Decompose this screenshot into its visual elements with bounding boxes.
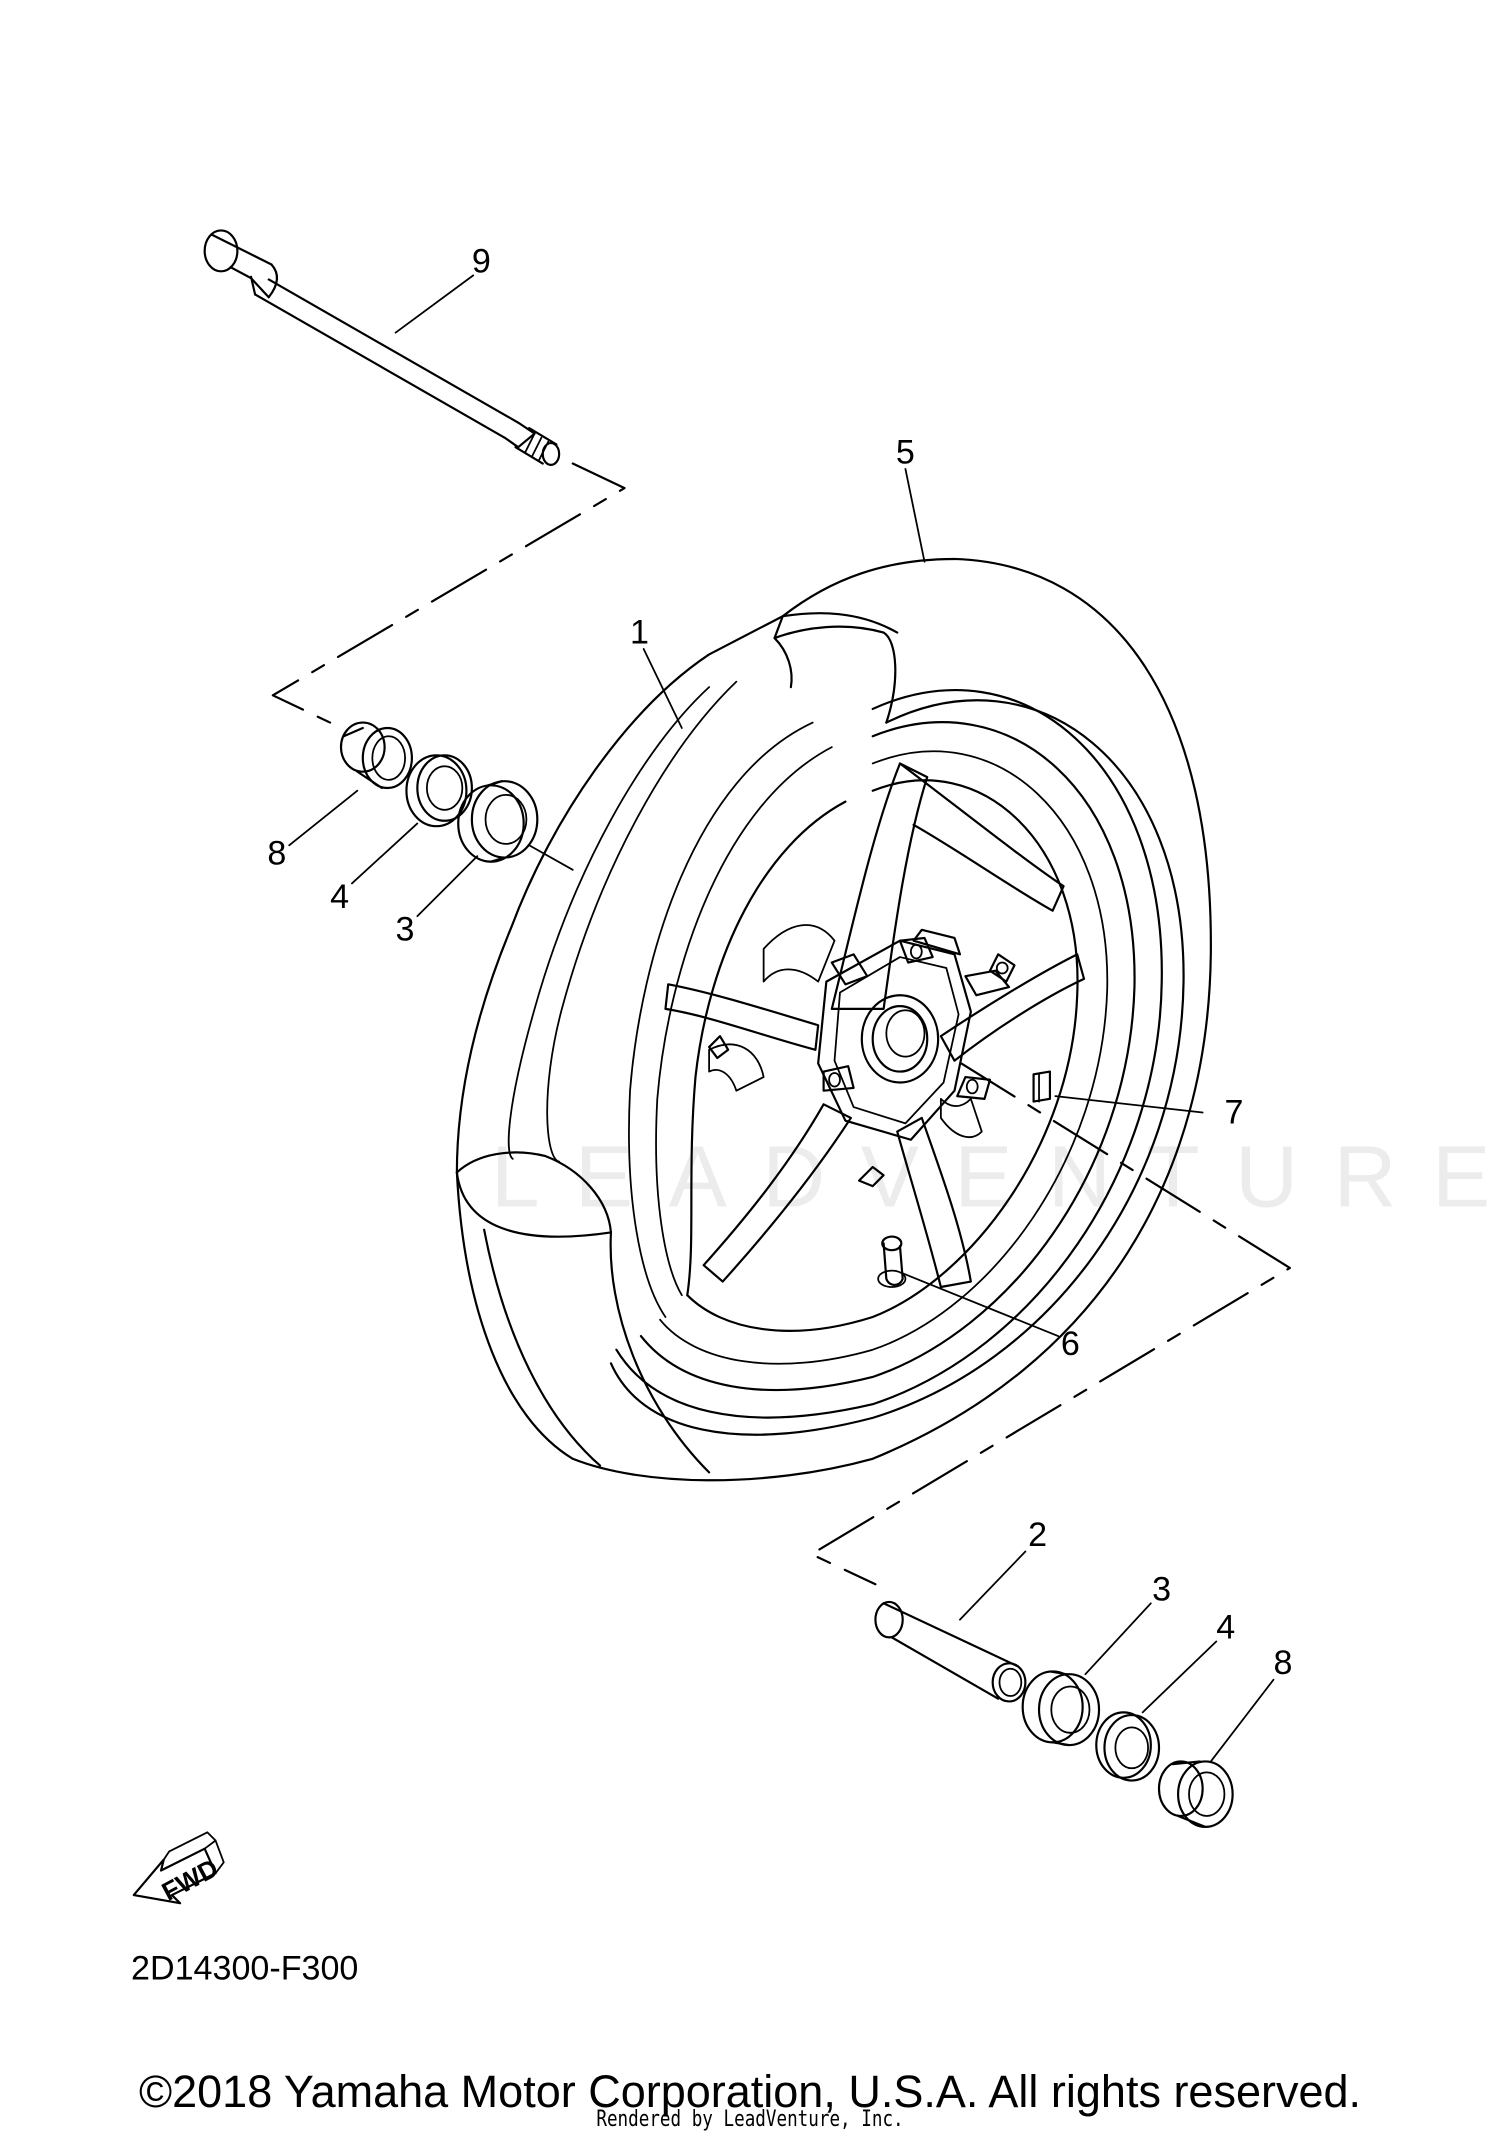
callout-5: 5 xyxy=(896,434,915,472)
watermark-text: LEADVENTURE xyxy=(491,1129,1500,1226)
callout-8-right: 8 xyxy=(1274,1644,1293,1682)
callout-1: 1 xyxy=(630,613,649,651)
fwd-arrow-icon: FWD xyxy=(132,1831,225,1907)
left-bearing-group xyxy=(339,721,539,863)
leader-lines xyxy=(288,274,1275,1763)
callout-3-right: 3 xyxy=(1152,1571,1171,1609)
callout-6: 6 xyxy=(1061,1325,1080,1363)
rendered-by-text: Rendered by LeadVenture, Inc. xyxy=(596,2107,904,2132)
diagram-code: 2D14300-F300 xyxy=(131,1950,358,1988)
callout-3-left: 3 xyxy=(396,911,415,949)
front-axle-part xyxy=(203,229,561,466)
fwd-label: FWD xyxy=(158,1854,223,1906)
wheel-assembly xyxy=(455,557,1212,1482)
callout-7: 7 xyxy=(1224,1093,1243,1131)
callout-2: 2 xyxy=(1028,1516,1047,1554)
centerlines xyxy=(271,462,1291,1586)
right-bearing-group xyxy=(874,1600,1234,1828)
callout-9: 9 xyxy=(472,243,491,281)
callout-4-left: 4 xyxy=(330,878,349,916)
callout-8-left: 8 xyxy=(267,834,286,872)
copyright-notice: ©2018 Yamaha Motor Corporation, U.S.A. A… xyxy=(138,2066,1362,2117)
callout-4-right: 4 xyxy=(1216,1609,1235,1647)
